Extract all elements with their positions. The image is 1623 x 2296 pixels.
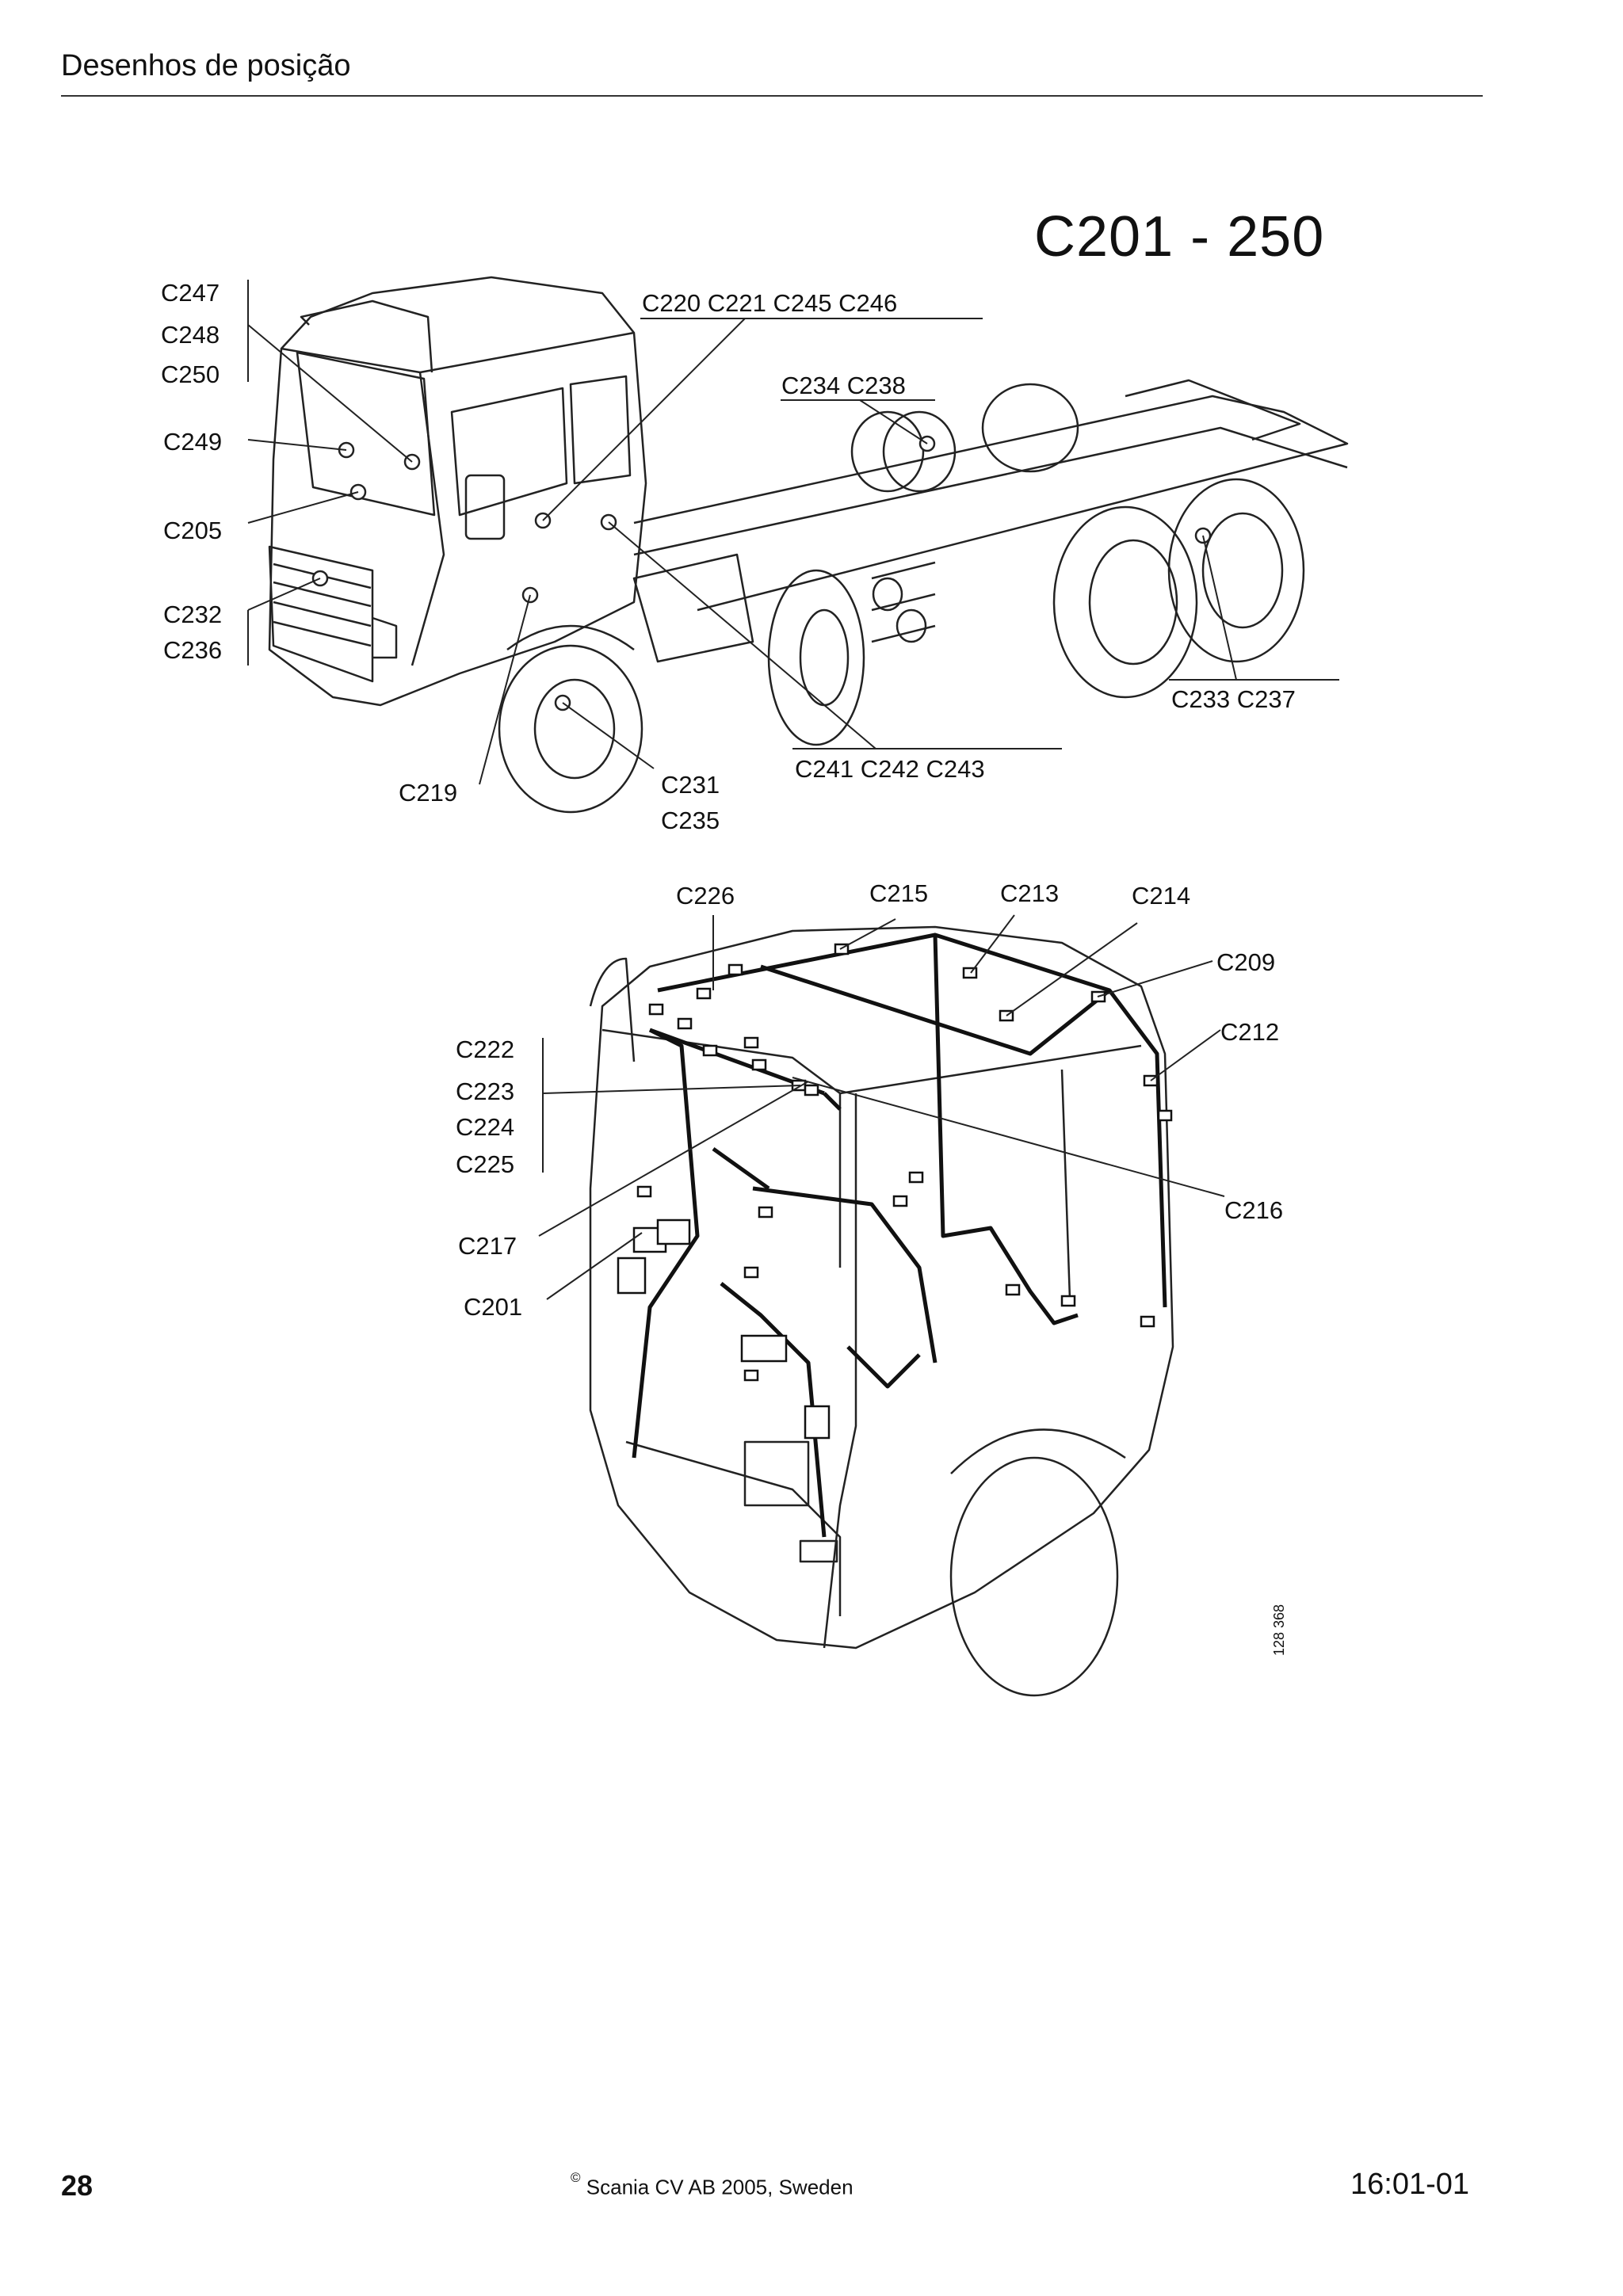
cab-wiring-drawing (538, 914, 1225, 1697)
label-c217: C217 (458, 1232, 517, 1260)
label-c247: C247 (161, 279, 220, 307)
document-date: 16:01-01 (1350, 2168, 1470, 2201)
label-c223: C223 (456, 1077, 515, 1105)
copyright-notice: © Scania CV AB 2005, Sweden (571, 2170, 854, 2200)
header-divider (61, 95, 1483, 97)
label-c215: C215 (869, 879, 929, 907)
label-c232: C232 (163, 601, 223, 628)
label-c249: C249 (163, 428, 223, 456)
truck-chassis-drawing (247, 276, 1349, 814)
section-title: C201 - 250 (1034, 205, 1325, 269)
figure-number: 128 368 (1271, 1604, 1287, 1656)
label-c214: C214 (1132, 882, 1191, 910)
label-c201: C201 (464, 1293, 523, 1321)
copyright-text: Scania CV AB 2005, Sweden (586, 2175, 854, 2199)
label-c219: C219 (399, 779, 458, 807)
label-tank-group: C234 C238 (781, 372, 906, 399)
label-c222: C222 (456, 1035, 515, 1063)
label-c248: C248 (161, 321, 220, 349)
label-battery-group: C241 C242 C243 (795, 755, 985, 783)
label-c216: C216 (1224, 1196, 1284, 1224)
label-c205: C205 (163, 517, 223, 544)
label-rear-axle-group: C233 C237 (1171, 685, 1296, 713)
label-c212: C212 (1220, 1018, 1280, 1046)
label-c213: C213 (1000, 879, 1060, 907)
label-c225: C225 (456, 1150, 515, 1178)
page-number: 28 (61, 2169, 94, 2202)
label-c236: C236 (163, 636, 223, 664)
label-c250: C250 (161, 360, 220, 388)
label-c224: C224 (456, 1113, 515, 1141)
label-roof-group: C220 C221 C245 C246 (642, 289, 898, 317)
label-c226: C226 (676, 882, 735, 910)
page-header-title: Desenhos de posição (61, 49, 351, 82)
label-c231: C231 (661, 771, 720, 799)
copyright-symbol: © (571, 2170, 581, 2185)
label-c209: C209 (1216, 948, 1276, 976)
label-c235: C235 (661, 807, 720, 834)
